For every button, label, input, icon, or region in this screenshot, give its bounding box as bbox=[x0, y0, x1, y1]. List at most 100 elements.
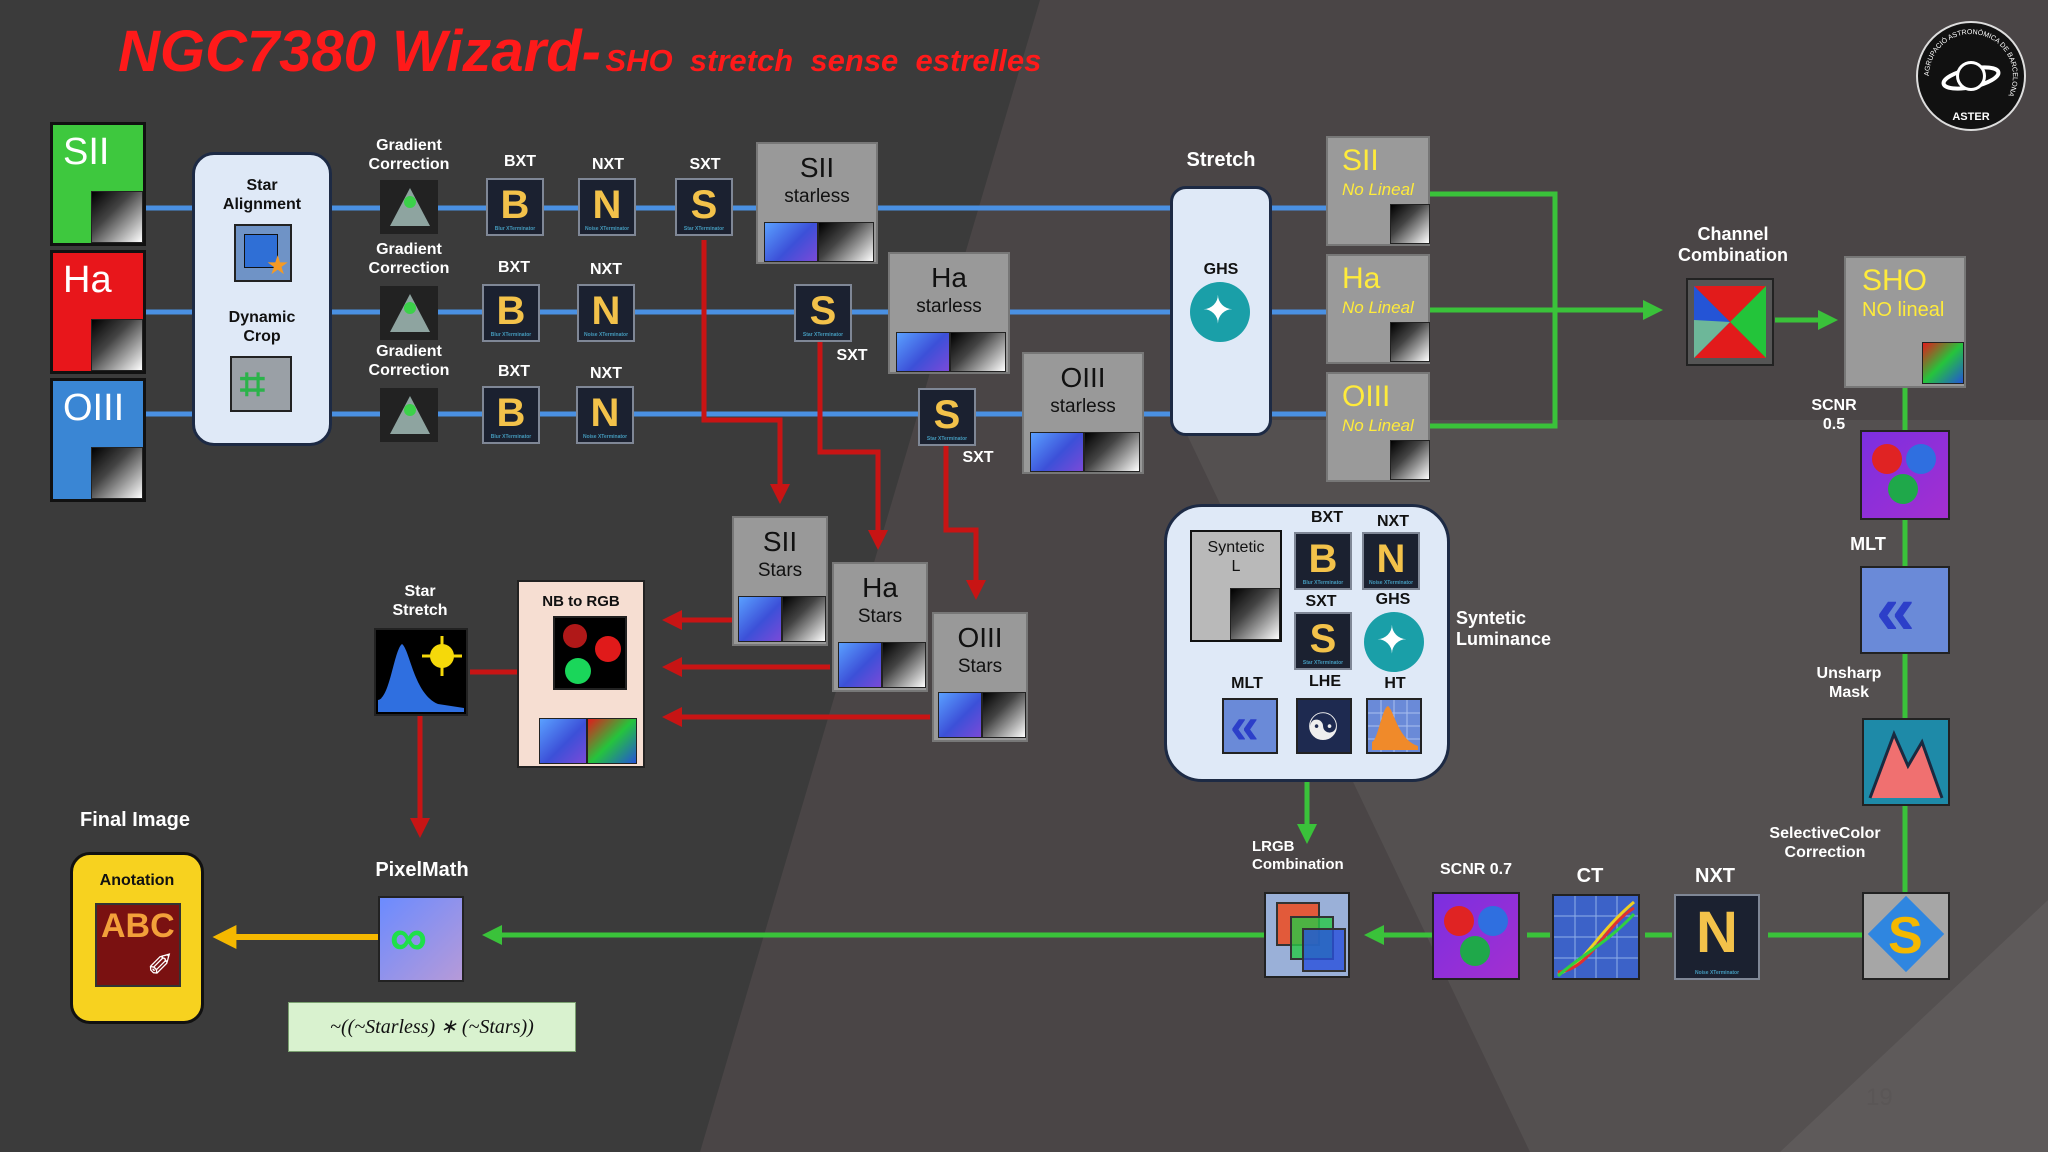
bxt-label-3: BXT bbox=[498, 363, 530, 380]
dynamic-crop-icon[interactable]: ⌗ bbox=[230, 356, 292, 412]
pixelmath-icon[interactable]: ∞ bbox=[378, 896, 464, 982]
stars-oiii-kind: Stars bbox=[957, 656, 1003, 677]
starless-oiii-card: OIII starless bbox=[1022, 352, 1144, 474]
mlt-icon[interactable]: « bbox=[1860, 566, 1950, 654]
lrgb-combination-label: LRGB Combination bbox=[1252, 838, 1344, 873]
pixelmath-formula: ~((~Starless) ∗ (~Stars)) bbox=[288, 1002, 576, 1052]
lum-ghs-label: GHS bbox=[1375, 591, 1411, 608]
stars-ha-card: Ha Stars bbox=[832, 562, 928, 692]
gradient-correction-label-1: Gradient Correction bbox=[368, 137, 450, 173]
lum-ht-label: HT bbox=[1384, 675, 1406, 692]
unsharp-mask-label: Unsharp Mask bbox=[1816, 665, 1882, 701]
nxt-label-2: NXT bbox=[590, 261, 622, 278]
lum-ht-icon[interactable] bbox=[1366, 698, 1422, 754]
star-alignment-icon[interactable]: ★ bbox=[234, 224, 292, 282]
starless-sii-kind: starless bbox=[784, 186, 850, 207]
scnr-07-label: SCNR 0.7 bbox=[1439, 861, 1513, 878]
ghs-label: GHS bbox=[1203, 261, 1239, 278]
nonlinear-oiii-kind: No Lineal bbox=[1342, 416, 1414, 435]
stars-oiii-name: OIII bbox=[957, 622, 1003, 653]
nonlinear-ha-card: Ha No Lineal bbox=[1326, 254, 1430, 364]
lrgb-combination-icon[interactable] bbox=[1264, 892, 1350, 978]
nb-to-rgb-icon[interactable] bbox=[553, 616, 627, 690]
stars-ha-kind: Stars bbox=[857, 606, 903, 627]
stars-oiii-card: OIII Stars bbox=[932, 612, 1028, 742]
anotation-label: Anotation bbox=[99, 872, 175, 889]
lum-nxt-label: NXT bbox=[1377, 513, 1409, 530]
nonlinear-sii-kind: No Lineal bbox=[1342, 180, 1414, 199]
syntetic-l-label: Syntetic L bbox=[1207, 539, 1265, 575]
stars-sii-card: SII Stars bbox=[732, 516, 828, 646]
channel-ha-label: Ha bbox=[63, 259, 112, 301]
gradient-correction-label-3: Gradient Correction bbox=[368, 343, 450, 379]
aster-logo: AGRUPACIÓ ASTRONÒMICA DE BARCELONA ASTER bbox=[1916, 21, 2026, 131]
starless-sii-card: SII starless bbox=[756, 142, 878, 264]
anotation-icon[interactable]: ABC ✐ bbox=[95, 903, 181, 987]
title-sub: SHO stretch sense estrelles bbox=[605, 43, 1042, 78]
star-stretch-icon[interactable] bbox=[374, 628, 468, 716]
channel-ha-thumb bbox=[91, 319, 143, 371]
lum-sxt-label: SXT bbox=[1305, 593, 1337, 610]
nonlinear-oiii-name: OIII bbox=[1342, 380, 1391, 413]
channel-sii: SII bbox=[50, 122, 146, 246]
nonlinear-ha-name: Ha bbox=[1342, 262, 1381, 295]
star-alignment-label: Star Alignment bbox=[222, 177, 302, 213]
nxt-bottom-label: NXT bbox=[1695, 865, 1735, 887]
scnr-07-icon[interactable] bbox=[1432, 892, 1520, 980]
nonlinear-ha-kind: No Lineal bbox=[1342, 298, 1414, 317]
bxt-label-2: BXT bbox=[498, 259, 530, 276]
gradient-correction-label-2: Gradient Correction bbox=[368, 241, 450, 277]
lum-lhe-icon[interactable]: ☯ bbox=[1296, 698, 1352, 754]
nxt-label-3: NXT bbox=[590, 365, 622, 382]
gradient-correction-icon-2[interactable] bbox=[380, 286, 438, 340]
unsharp-mask-icon[interactable] bbox=[1862, 718, 1950, 806]
lum-ghs-icon[interactable]: ✦ bbox=[1364, 612, 1424, 672]
starless-ha-name: Ha bbox=[931, 262, 967, 293]
lum-bxt-label: BXT bbox=[1311, 509, 1343, 526]
gradient-correction-icon-3[interactable] bbox=[380, 388, 438, 442]
dynamic-crop-label: Dynamic Crop bbox=[228, 309, 296, 345]
title-main: NGC7380 Wizard- bbox=[118, 19, 601, 84]
star-stretch-label: Star Stretch bbox=[392, 583, 448, 619]
bxt-label-1: BXT bbox=[504, 153, 536, 170]
selective-color-label: SelectiveColor Correction bbox=[1769, 825, 1881, 861]
ct-icon[interactable] bbox=[1552, 894, 1640, 980]
red-lines bbox=[410, 240, 986, 838]
bg-shape-corner bbox=[1780, 900, 2048, 1152]
starless-sii-name: SII bbox=[799, 152, 835, 183]
mlt-label: MLT bbox=[1850, 534, 1886, 554]
lum-lhe-label: LHE bbox=[1309, 673, 1341, 690]
starless-oiii-kind: starless bbox=[1050, 396, 1116, 417]
channel-combination-icon[interactable] bbox=[1686, 278, 1774, 366]
syntetic-l-card: Syntetic L bbox=[1190, 530, 1282, 642]
lum-mlt-icon[interactable]: « bbox=[1222, 698, 1278, 754]
selective-color-icon[interactable]: S bbox=[1862, 892, 1950, 980]
pixelmath-label: PixelMath bbox=[375, 859, 469, 881]
channel-oiii-label: OIII bbox=[63, 387, 125, 429]
channel-sii-label: SII bbox=[63, 131, 110, 173]
scnr-05-icon[interactable] bbox=[1860, 430, 1950, 520]
stretch-label: Stretch bbox=[1186, 149, 1256, 171]
gradient-correction-icon-1[interactable] bbox=[380, 180, 438, 234]
ghs-icon[interactable]: ✦ bbox=[1190, 282, 1250, 342]
nonlinear-sii-name: SII bbox=[1342, 144, 1379, 177]
stars-ha-name: Ha bbox=[862, 572, 898, 603]
starless-ha-kind: starless bbox=[916, 296, 982, 317]
slide-title: NGC7380 Wizard- SHO stretch sense estrel… bbox=[118, 18, 1041, 85]
nonlinear-sii-card: SII No Lineal bbox=[1326, 136, 1430, 246]
channel-sii-thumb bbox=[91, 191, 143, 243]
svg-text:ASTER: ASTER bbox=[1952, 111, 1989, 123]
